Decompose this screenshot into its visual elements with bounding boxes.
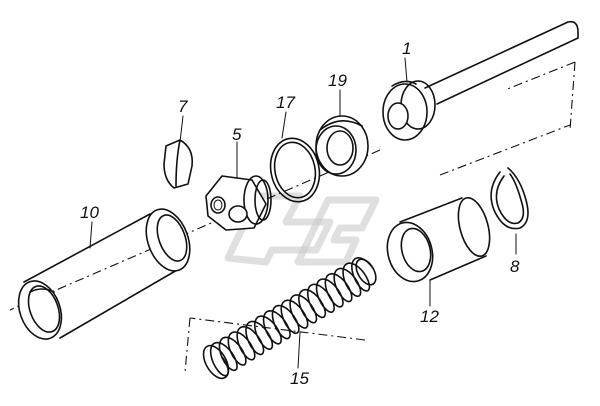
shaft-part-1 (382, 20, 579, 141)
label-part-1: 1 (402, 39, 411, 58)
label-part-15: 15 (290, 369, 309, 388)
snap-ring-part-8 (490, 167, 529, 230)
label-part-19: 19 (328, 71, 347, 90)
watermark-logo (224, 192, 380, 266)
clip-part-7 (163, 139, 194, 189)
hex-nut-part-5 (205, 175, 272, 231)
label-part-5: 5 (232, 125, 242, 144)
axis-lines (9, 61, 576, 373)
tube-part-10 (17, 208, 191, 340)
label-part-8: 8 (510, 257, 520, 276)
spring-part-15 (202, 257, 377, 380)
ring-part-19 (315, 115, 369, 177)
o-ring-part-17 (269, 137, 321, 203)
label-part-12: 12 (420, 307, 439, 326)
leader-lines (89, 57, 517, 369)
part-labels: 1 19 7 17 5 10 8 12 15 (80, 39, 520, 388)
sleeve-part-12 (386, 196, 491, 283)
label-part-17: 17 (276, 93, 295, 112)
label-part-10: 10 (80, 203, 99, 222)
label-part-7: 7 (178, 97, 188, 116)
